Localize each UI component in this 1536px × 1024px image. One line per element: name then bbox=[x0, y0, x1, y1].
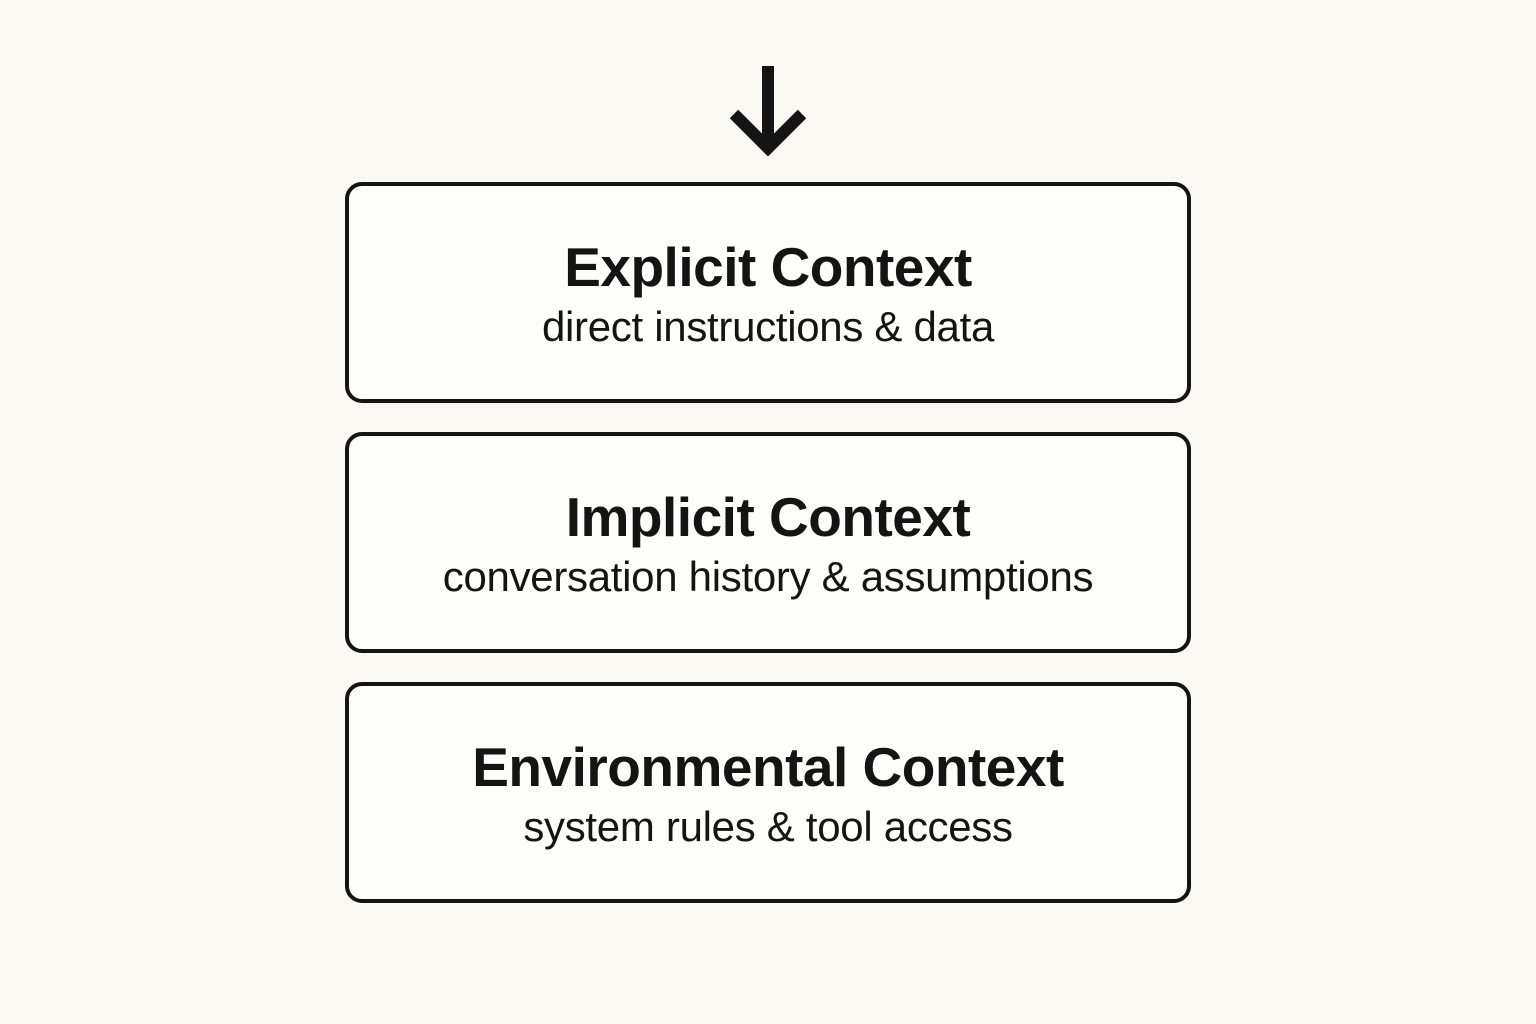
explicit-context-subtitle: direct instructions & data bbox=[541, 303, 995, 351]
environmental-context-title: Environmental Context bbox=[472, 736, 1064, 799]
environmental-context-box: Environmental Context system rules & too… bbox=[345, 682, 1191, 903]
explicit-context-title: Explicit Context bbox=[564, 236, 972, 299]
implicit-context-box: Implicit Context conversation history & … bbox=[345, 432, 1191, 653]
explicit-context-box: Explicit Context direct instructions & d… bbox=[345, 182, 1191, 403]
environmental-context-subtitle: system rules & tool access bbox=[523, 803, 1013, 851]
implicit-context-title: Implicit Context bbox=[565, 486, 971, 549]
implicit-context-subtitle: conversation history & assumptions bbox=[442, 553, 1094, 601]
context-boxes: Explicit Context direct instructions & d… bbox=[345, 182, 1191, 903]
down-arrow-icon bbox=[728, 62, 808, 156]
